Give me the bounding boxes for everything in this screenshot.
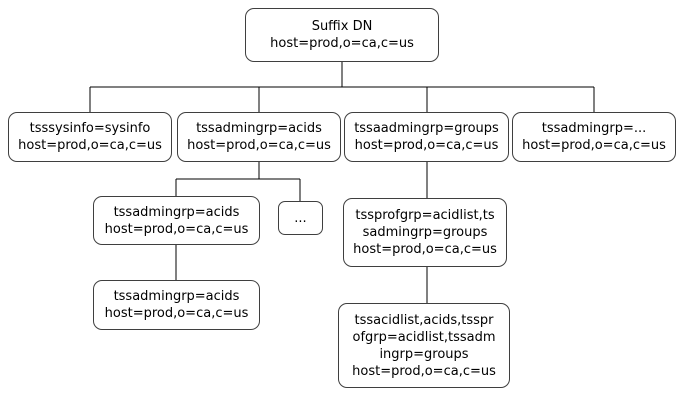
tree-node-profgrp-acidlist: tssprofgrp=acidlist,ts sadmingrp=groups … bbox=[343, 198, 507, 267]
tree-node-admingrp-acids-child: tssadmingrp=acids host=prod,o=ca,c=us bbox=[93, 196, 260, 245]
tree-edge-paths bbox=[89, 62, 595, 303]
tree-node-admingrp-acids-grandchild: tssadmingrp=acids host=prod,o=ca,c=us bbox=[93, 280, 260, 330]
tree-node-admingrp-more: tssadmingrp=... host=prod,o=ca,c=us bbox=[512, 112, 676, 162]
tree-node-aadmingrp-groups: tssaadmingrp=groups host=prod,o=ca,c=us bbox=[344, 112, 509, 162]
tree-node-suffix-dn: Suffix DN host=prod,o=ca,c=us bbox=[245, 8, 439, 62]
tree-node-admingrp-acids: tssadmingrp=acids host=prod,o=ca,c=us bbox=[177, 112, 341, 162]
tree-node-ellipsis: ... bbox=[278, 201, 323, 235]
tree-node-acidlist: tssacidlist,acids,tsspr ofgrp=acidlist,t… bbox=[338, 303, 510, 388]
tree-node-sysinfo: tsssysinfo=sysinfo host=prod,o=ca,c=us bbox=[8, 112, 172, 162]
